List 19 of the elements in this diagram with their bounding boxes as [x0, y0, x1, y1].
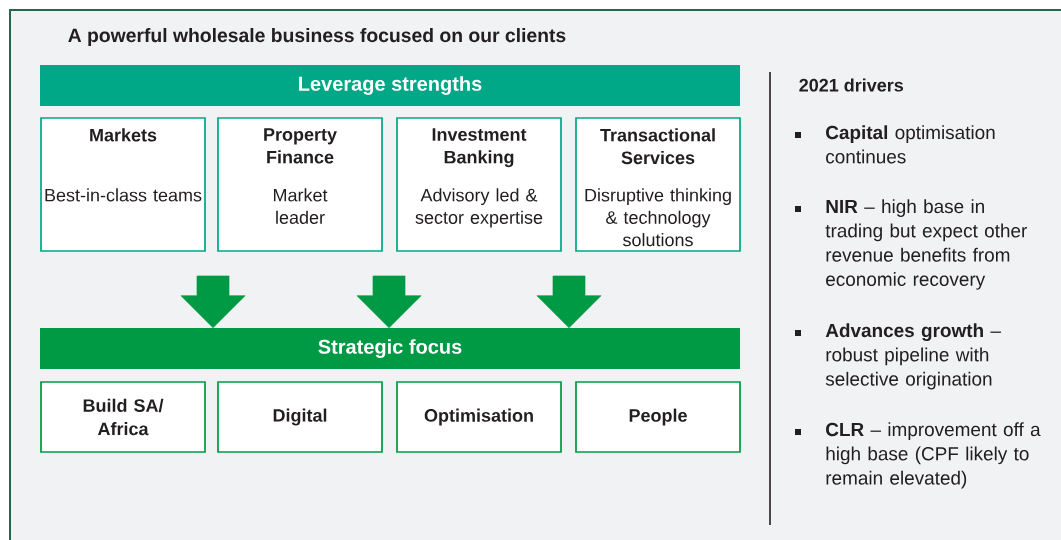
card: Markets Best-in-class teams [40, 117, 206, 252]
card: Transactional Services Disruptive thinking & technology solutions [575, 117, 741, 252]
heading: 2021 drivers [799, 78, 904, 92]
block-arrow [180, 275, 246, 329]
banner: Strategic focus [40, 328, 740, 369]
block-arrow [536, 275, 602, 329]
focus-box: Digital [217, 381, 383, 453]
title: A powerful wholesale business focused on our clients [68, 28, 566, 46]
focus-box: Optimisation [396, 381, 562, 453]
bullet-item: Advances growth – robust pipeline with selective origination [795, 323, 1001, 390]
bullet-item: Capital optimisation continues [795, 125, 995, 164]
banner: Leverage strengths [40, 65, 740, 106]
focus-box: Build SA/ Africa [40, 381, 206, 453]
bullet-item: CLR – improvement off a high base (CPF likely to remain elevated) [795, 422, 1041, 489]
focus-box: People [575, 381, 741, 453]
block-arrow [356, 275, 422, 329]
bullet-item: NIR – high base in trading but expect other revenue benefits from economic recovery [795, 199, 1027, 290]
card: Investment Banking Advisory led & sector expertise [396, 117, 562, 252]
card: Property Finance Market leader [217, 117, 383, 252]
